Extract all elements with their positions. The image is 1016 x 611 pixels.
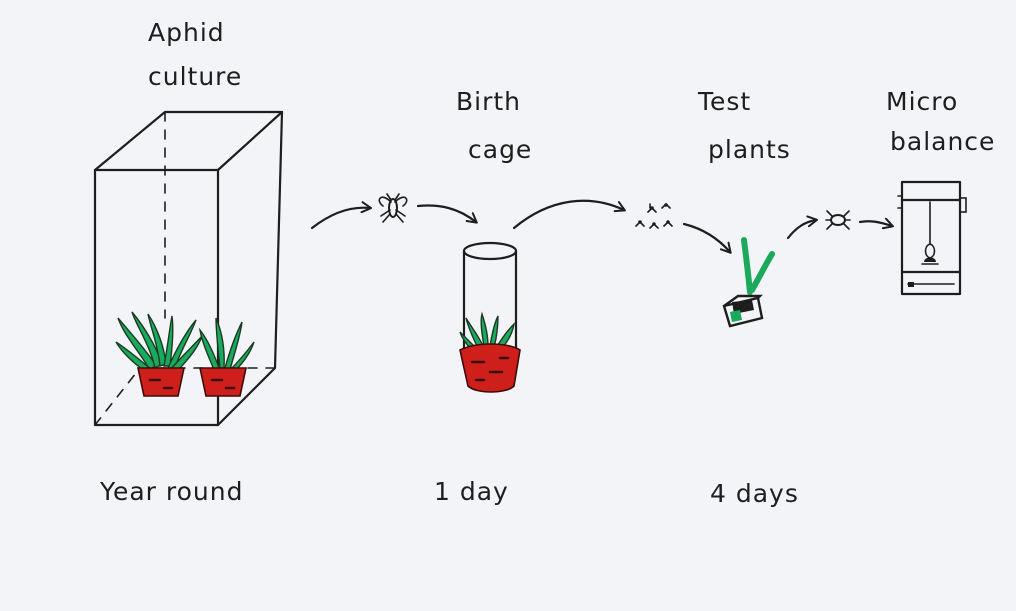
microbalance [897, 180, 967, 296]
test-plant [722, 237, 775, 328]
duration-1-day: 1 day [434, 477, 509, 506]
culture-pots [137, 367, 247, 397]
aphid-culture-cage [93, 110, 284, 427]
winged-aphid-icon [378, 193, 408, 223]
label-test-line2: plants [708, 135, 791, 164]
arrow-test-plant-to-adult [786, 215, 818, 240]
duration-year-round: Year round [99, 477, 243, 506]
birth-cage-plant [459, 311, 516, 351]
label-aphid-line2: culture [148, 62, 242, 91]
adult-aphid-icon [825, 210, 851, 230]
nymphs-icon [635, 202, 673, 229]
label-micro-line1: Micro [886, 87, 958, 116]
culture-plants [115, 311, 255, 373]
label-test-line1: Test [697, 87, 751, 116]
birth-cage [459, 241, 521, 393]
arrow-adult-to-microbalance [858, 217, 894, 230]
label-birth-line1: Birth [456, 87, 521, 116]
label-birth-line2: cage [468, 135, 532, 164]
label-micro-line2: balance [890, 127, 995, 156]
duration-4-days: 4 days [710, 479, 799, 508]
arrow-aphid-to-birth-cage [416, 204, 478, 224]
label-aphid-line1: Aphid [148, 18, 225, 47]
arrow-culture-to-aphid [310, 201, 372, 230]
arrow-birth-cage-to-nymphs [512, 199, 626, 230]
arrow-nymphs-to-test-plant [682, 222, 732, 254]
